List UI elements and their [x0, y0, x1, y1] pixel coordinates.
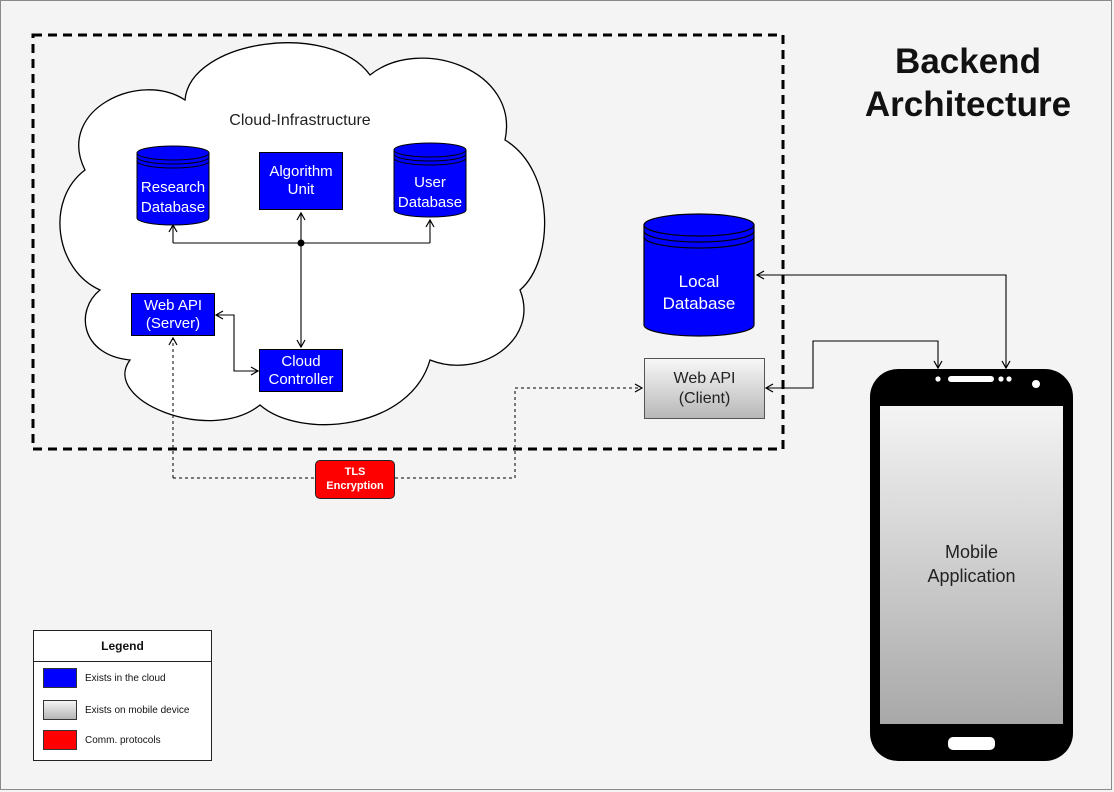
legend-item-label: Exists on mobile device: [85, 704, 190, 716]
mobile-application-label: Mobile Application: [927, 542, 1016, 587]
legend-item-label: Exists in the cloud: [85, 672, 166, 684]
legend-swatch-blue: [43, 668, 77, 688]
user-database-label: User Database: [397, 174, 463, 211]
cloud-boundary: [31, 33, 785, 451]
local-database-label: Local Database: [662, 272, 736, 314]
diagram-title: Backend Architecture: [864, 42, 1072, 125]
legend-item-label: Comm. protocols: [85, 734, 161, 746]
legend-item-cloud: Exists in the cloud: [43, 668, 166, 688]
algorithm-unit-box: Algorithm Unit: [259, 152, 343, 210]
web-api-server-box: Web API (Server): [131, 293, 215, 336]
junction-dot: [297, 239, 305, 247]
legend-swatch-red: [43, 730, 77, 750]
legend: Legend Exists in the cloud Exists on mob…: [33, 630, 212, 761]
legend-swatch-grey: [43, 700, 77, 720]
tls-encryption-box: TLS Encryption: [315, 460, 395, 499]
legend-item-protocols: Comm. protocols: [43, 730, 161, 750]
user-db-shape: [393, 142, 467, 218]
research-database-label: Research Database: [140, 179, 206, 216]
cloud-infrastructure-label: Cloud-Infrastructure: [229, 112, 371, 129]
research-db-shape: [136, 145, 210, 226]
local-db-shape: [643, 213, 755, 337]
phone-shape: [870, 369, 1073, 761]
cloud-controller-box: Cloud Controller: [259, 349, 343, 392]
legend-title: Legend: [34, 631, 211, 662]
phone-connectors: [755, 270, 1011, 393]
legend-item-mobile: Exists on mobile device: [43, 700, 190, 720]
tls-connector: [168, 336, 644, 479]
web-api-client-box: Web API (Client): [644, 358, 765, 419]
